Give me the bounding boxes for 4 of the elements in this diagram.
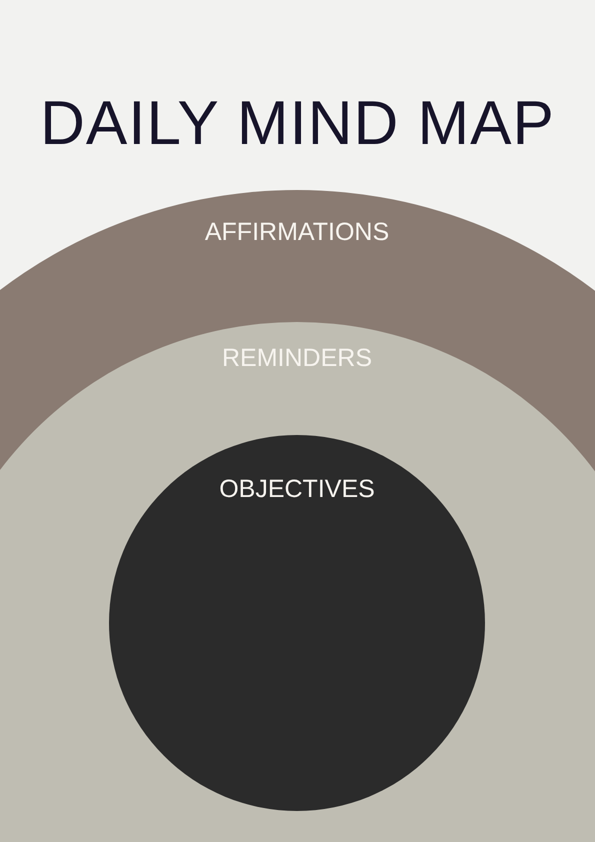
zone-label: REMINDERS [222, 344, 372, 373]
page-title: DAILY MIND MAP [39, 88, 556, 159]
zone-label: AFFIRMATIONS [204, 218, 390, 247]
zone-label: OBJECTIVES [219, 475, 375, 504]
